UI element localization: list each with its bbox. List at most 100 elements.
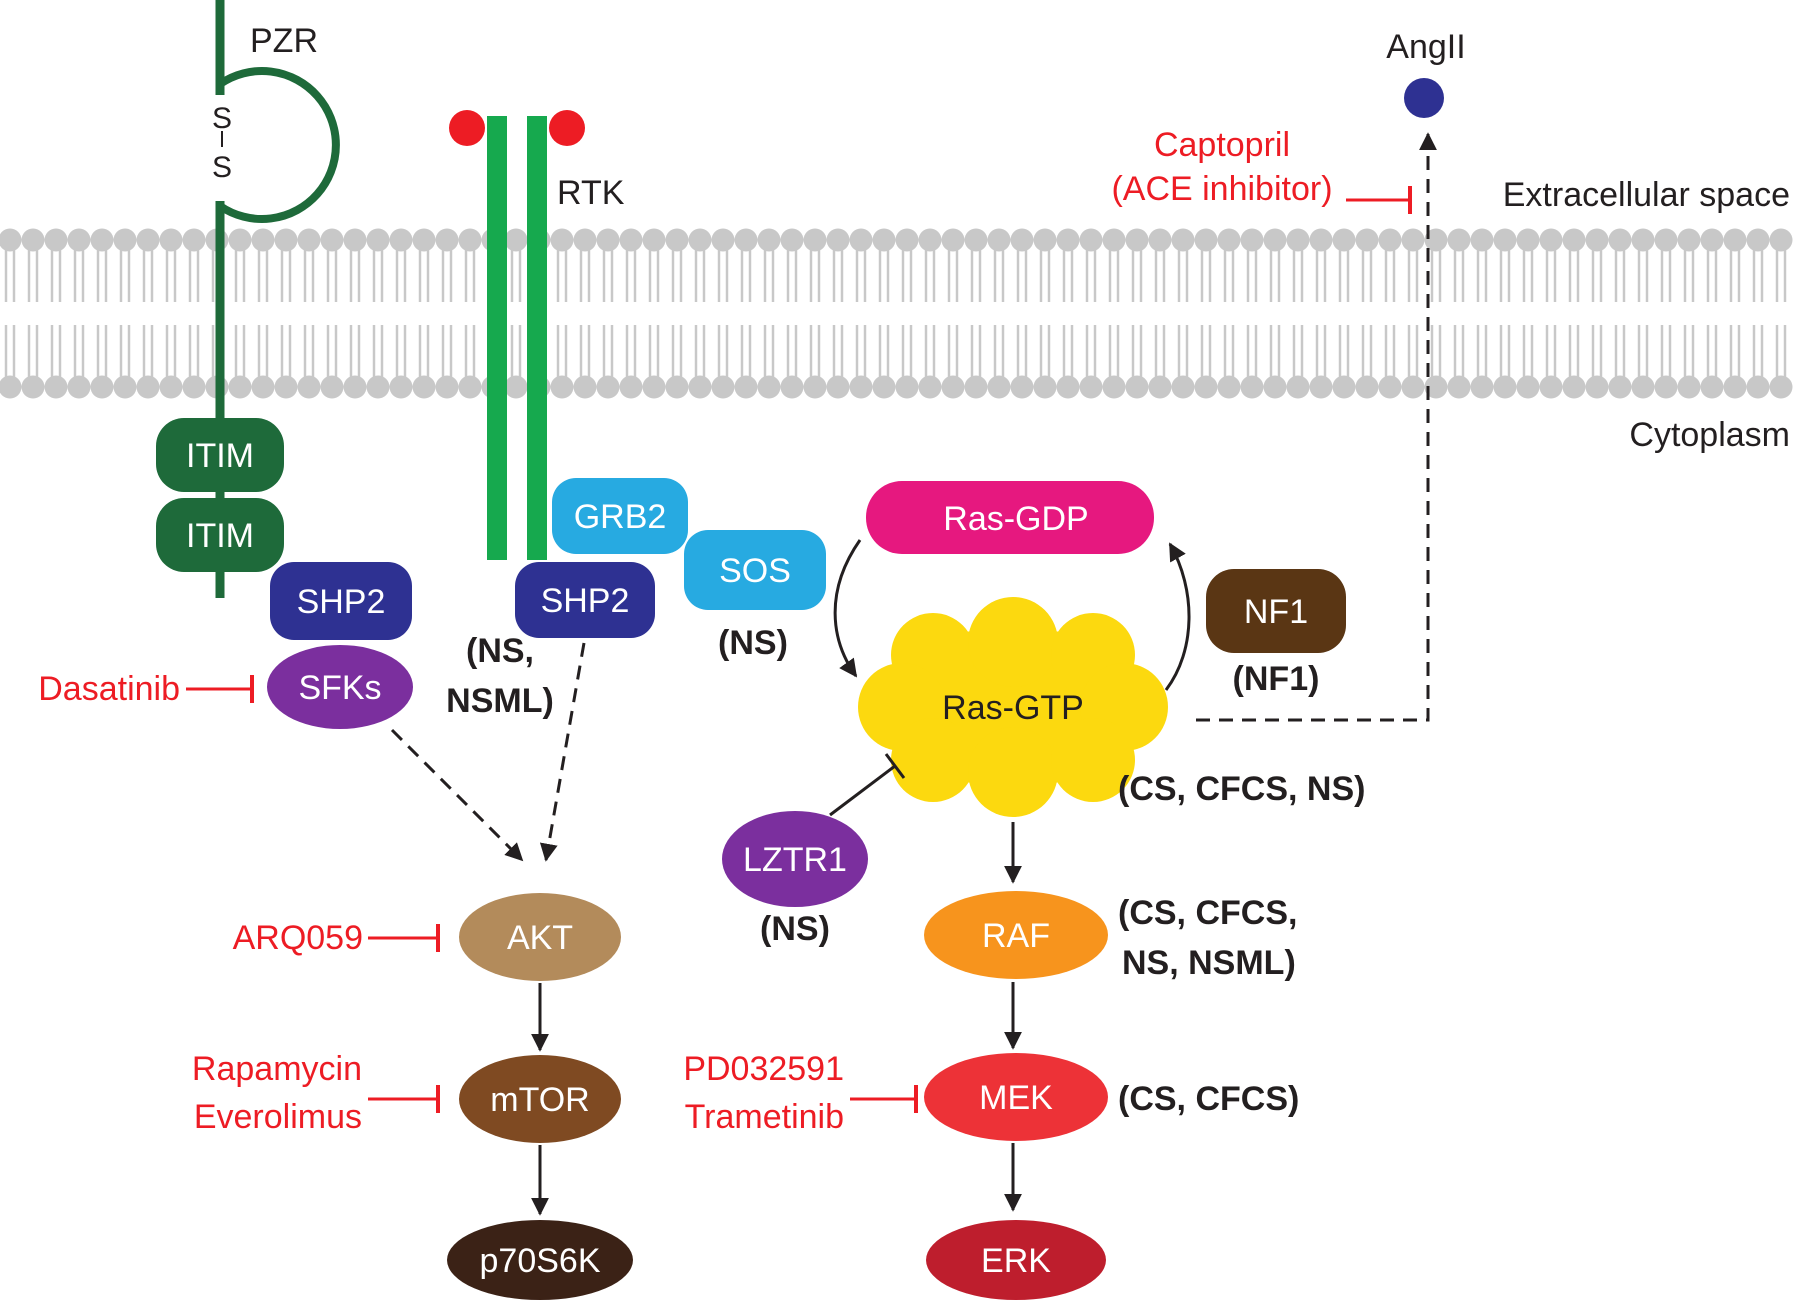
lipid-head: [251, 375, 275, 399]
lztr1-inhibition-line: [829, 764, 896, 817]
lipid-head: [1125, 228, 1149, 252]
shp2-pzr-node: SHP2: [270, 562, 412, 640]
syndrome-mek: (CS, CFCS): [1118, 1080, 1299, 1118]
lipid-head: [90, 375, 114, 399]
lipid-head: [1539, 228, 1563, 252]
lipid-head: [1562, 375, 1586, 399]
lipid-head: [1539, 375, 1563, 399]
lipid-head: [1033, 228, 1057, 252]
lipid-head: [596, 228, 620, 252]
lipid-head: [113, 228, 137, 252]
lipid-head: [550, 375, 574, 399]
ras-to-angii-arrow: [1196, 132, 1437, 722]
lipid-head: [412, 375, 436, 399]
lipid-head: [1286, 375, 1310, 399]
lipid-head: [1677, 375, 1701, 399]
lipid-head: [228, 375, 252, 399]
svg-text:SHP2: SHP2: [541, 582, 630, 620]
lipid-head: [1056, 228, 1080, 252]
lipid-head: [1608, 375, 1632, 399]
ligand: [449, 110, 485, 146]
lipid-head: [688, 375, 712, 399]
lipid-head: [1746, 228, 1770, 252]
ras-gtp-node: Ras-GTP: [858, 597, 1168, 817]
lipid-head: [1240, 375, 1264, 399]
lipid-head: [642, 228, 666, 252]
lipid-head: [159, 375, 183, 399]
lipid-head: [366, 375, 390, 399]
lipid-head: [803, 375, 827, 399]
grb2-node: GRB2: [552, 478, 688, 554]
extracellular-space-label: Extracellular space: [1503, 176, 1790, 214]
sos-node: SOS: [684, 530, 826, 610]
lipid-head: [458, 375, 482, 399]
lipid-head: [619, 375, 643, 399]
syndrome-raf: (CS, CFCS,: [1118, 894, 1297, 932]
itim-domain: ITIM: [156, 498, 284, 572]
lipid-head: [159, 228, 183, 252]
lipid-head: [1148, 375, 1172, 399]
shp2-to-akt-arrow: [539, 642, 586, 862]
pzr-label: PZR: [250, 22, 318, 60]
ras-gtp-to-gdp-arrow: [1164, 542, 1191, 691]
lipid-head: [734, 228, 758, 252]
svg-text:GRB2: GRB2: [574, 498, 667, 536]
svg-text:SFKs: SFKs: [298, 669, 381, 707]
lipid-head: [987, 375, 1011, 399]
lipid-head: [1516, 375, 1540, 399]
lipid-head: [941, 375, 965, 399]
rtk-receptor: [449, 110, 585, 560]
syndrome-ras: (CS, CFCS, NS): [1118, 770, 1365, 808]
lipid-head: [1171, 375, 1195, 399]
lipid-head: [44, 228, 68, 252]
lipid-head: [1723, 375, 1747, 399]
lipid-head: [1470, 375, 1494, 399]
lipid-head: [665, 228, 689, 252]
lipid-head: [297, 375, 321, 399]
sfks-node: SFKs: [267, 645, 413, 729]
lipid-head: [573, 228, 597, 252]
lipid-head: [274, 228, 298, 252]
lipid-head: [1654, 375, 1678, 399]
svg-text:RAF: RAF: [982, 917, 1050, 955]
lipid-head: [1148, 228, 1172, 252]
lipid-head: [1493, 375, 1517, 399]
svg-text:NF1: NF1: [1244, 593, 1308, 631]
lipid-head: [1585, 228, 1609, 252]
lipid-head: [941, 228, 965, 252]
lipid-head: [504, 228, 528, 252]
sfks-to-akt-arrow: [390, 728, 524, 862]
lipid-head: [573, 375, 597, 399]
ras-gdp-node: Ras-GDP: [866, 481, 1154, 554]
syndrome-sos: (NS): [718, 624, 788, 662]
lipid-head: [389, 375, 413, 399]
svg-text:LZTR1: LZTR1: [743, 841, 847, 879]
lipid-head: [1079, 375, 1103, 399]
nf1-node: NF1: [1206, 569, 1346, 653]
lipid-head: [1079, 228, 1103, 252]
lipid-head: [320, 228, 344, 252]
raf-node: RAF: [924, 891, 1108, 979]
lipid-head: [711, 228, 735, 252]
lipid-head: [44, 375, 68, 399]
lipid-head: [1102, 228, 1126, 252]
lipid-head: [918, 375, 942, 399]
lipid-head: [274, 375, 298, 399]
lipid-head: [711, 375, 735, 399]
mek-node: MEK: [924, 1053, 1108, 1141]
lipid-head: [1033, 375, 1057, 399]
lipid-head: [1332, 228, 1356, 252]
itim-label: ITIM: [186, 437, 254, 475]
lipid-head: [1194, 375, 1218, 399]
lipid-head: [688, 228, 712, 252]
mtor-node: mTOR: [459, 1055, 621, 1143]
svg-text:Ras-GTP: Ras-GTP: [942, 689, 1084, 727]
lipid-head: [1447, 228, 1471, 252]
lipid-head: [642, 375, 666, 399]
lipid-head: [665, 375, 689, 399]
lipid-head: [1309, 375, 1333, 399]
lipid-head: [964, 375, 988, 399]
lipid-head: [1286, 228, 1310, 252]
lipid-head: [1010, 228, 1034, 252]
